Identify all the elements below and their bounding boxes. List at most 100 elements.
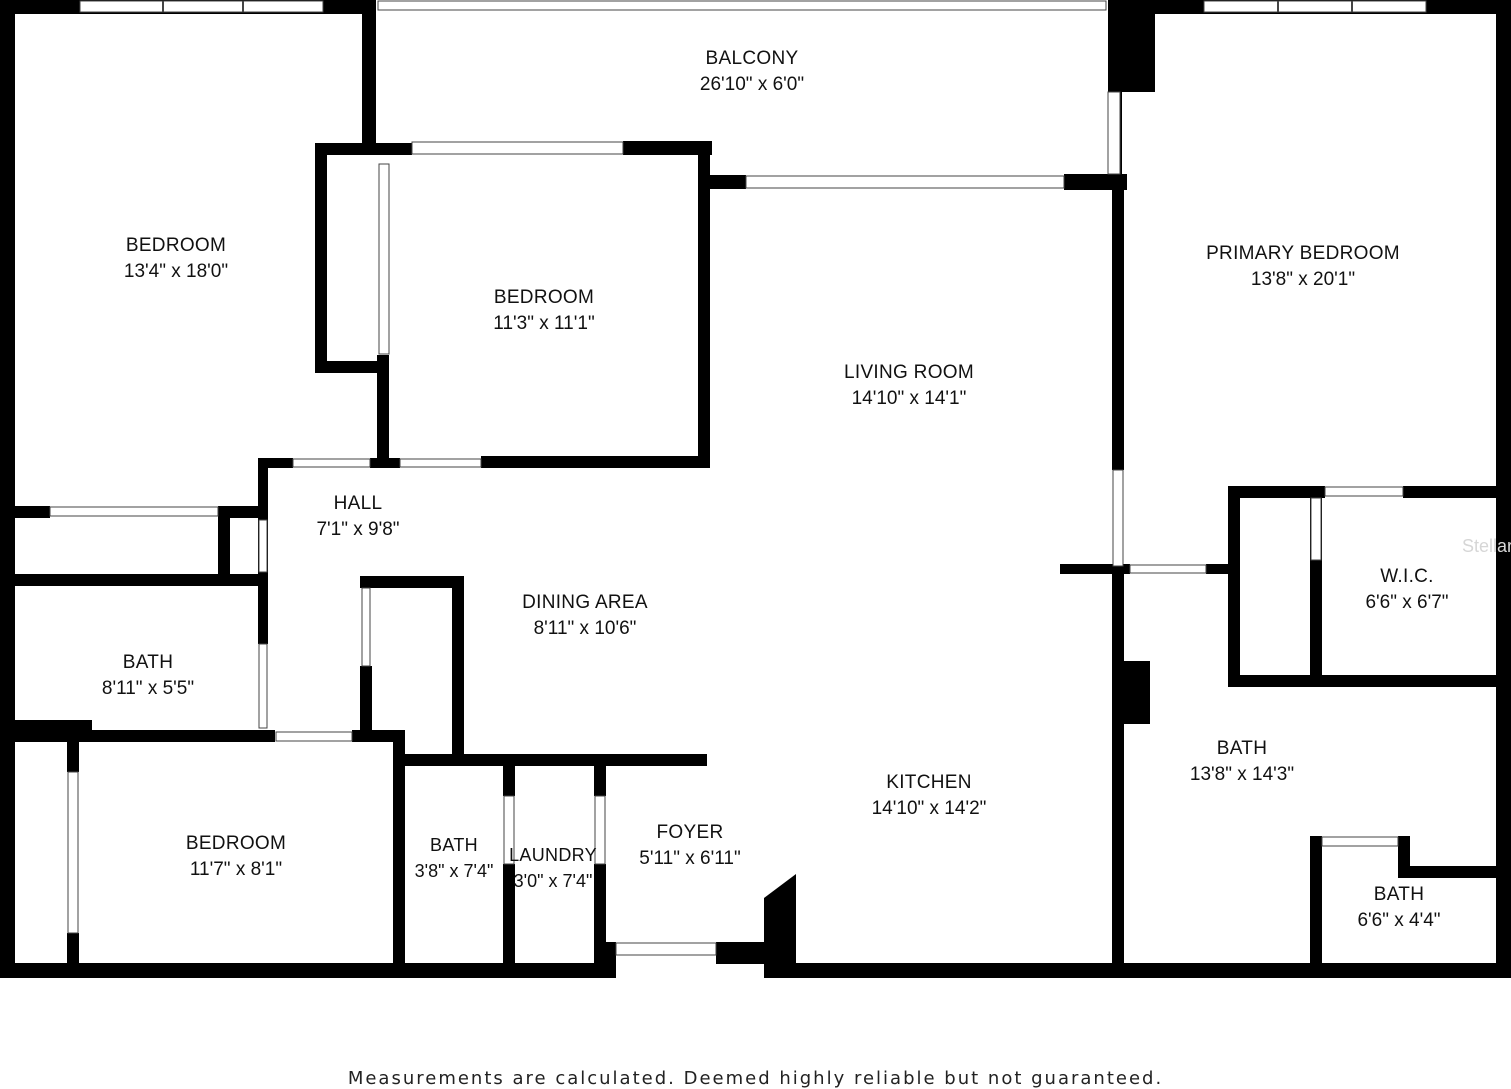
wall-se-bath-north: [1398, 866, 1511, 878]
room-name: BATH: [430, 835, 478, 855]
wall-living-north-right: [1064, 174, 1127, 190]
wall-mid-north: [623, 141, 712, 155]
room-label-bedroom-mid: BEDROOM 11'3" x 11'1": [493, 285, 594, 337]
room-name: FOYER: [656, 822, 724, 843]
room-dimensions: 3'8" x 7'4": [414, 861, 494, 881]
room-label-bedroom-nw: BEDROOM 13'4" x 18'0": [124, 233, 228, 285]
wall-sw-west-lower: [67, 933, 79, 973]
wall-primary-south-stub: [1060, 564, 1130, 574]
room-label-bath-west: BATH 8'11" x 5'5": [102, 650, 194, 702]
room-label-bath-primary: BATH 13'8" x 14'3": [1190, 736, 1294, 788]
wall-bath-north: [0, 574, 268, 586]
room-dimensions: 6'6" x 6'7": [1365, 592, 1449, 613]
door-bath-small: [503, 795, 515, 865]
slider-living: [745, 175, 1065, 189]
door-bath-west: [258, 643, 268, 729]
wall-primary-west-lower: [1112, 566, 1124, 978]
closet-door-mid: [378, 163, 390, 355]
room-dimensions: 26'10" x 6'0": [699, 74, 805, 95]
window-primary: [1203, 0, 1427, 13]
door-mid-bedroom-south: [399, 458, 482, 468]
room-label-kitchen: KITCHEN 14'10" x 14'2": [872, 770, 987, 822]
wall-nw-bedroom-south: [0, 506, 50, 518]
wall-west: [0, 0, 15, 978]
wall-mid-south: [481, 456, 710, 468]
room-dimensions: 11'7" x 8'1": [189, 859, 283, 880]
wall-closet-north: [315, 143, 412, 155]
room-dimensions: 8'11" x 10'6": [533, 618, 637, 639]
wall-closet2-east: [452, 576, 464, 766]
door-sw-bedroom: [275, 731, 353, 742]
room-name: LAUNDRY: [509, 845, 597, 865]
door-se-bath: [1321, 836, 1399, 847]
room-name: LIVING ROOM: [844, 362, 974, 383]
wall-balcony-west: [362, 0, 376, 150]
slider-mid-bedroom: [411, 141, 624, 155]
room-label-foyer: FOYER 5'11" x 6'11": [639, 820, 740, 872]
room-name: BEDROOM: [493, 287, 595, 308]
door-primary-bath: [1129, 564, 1207, 574]
wall-closet2-north: [360, 576, 464, 588]
closet-door-sw: [67, 771, 79, 934]
window-nw: [79, 0, 324, 13]
wall-bath-post: [1120, 661, 1150, 724]
door-wic: [1310, 497, 1322, 561]
wall-south-right: [782, 963, 1511, 978]
wall-bath-laundry-lower: [503, 864, 515, 978]
wall-wic-west: [1228, 486, 1240, 684]
door-primary: [1112, 469, 1124, 567]
door-closet2: [361, 587, 371, 667]
disclaimer-footer: Measurements are calculated. Deemed high…: [347, 1068, 1164, 1089]
door-hall-west: [258, 519, 268, 573]
room-name: PRIMARY BEDROOM: [1206, 243, 1400, 264]
wall-foyer-south-post: [596, 942, 616, 978]
wall-sw-east: [393, 730, 405, 978]
window-balcony: [377, 0, 1107, 11]
wall-closet2-west: [360, 666, 372, 742]
room-label-living-room: LIVING ROOM 14'10" x 14'1": [844, 360, 974, 412]
room-dimensions: 8'11" x 5'5": [101, 678, 195, 699]
room-label-laundry: LAUNDRY 3'0" x 7'4": [509, 842, 597, 894]
door-hall-north: [292, 458, 371, 468]
wall-closet-divider: [218, 506, 230, 582]
wall-bath-south-corner: [0, 720, 92, 742]
room-name: BATH: [122, 652, 174, 673]
room-dimensions: 6'6" x 4'4": [1357, 910, 1441, 931]
wall-bath-laundry-upper: [503, 760, 515, 796]
wall-sw-west-upper: [67, 740, 79, 772]
room-dimensions: 3'0" x 7'4": [513, 871, 593, 891]
room-name: BATH: [1216, 738, 1268, 759]
wall-foyer-angle: [764, 874, 796, 978]
room-dimensions: 13'4" x 18'0": [123, 261, 229, 282]
room-name: HALL: [333, 493, 383, 514]
room-name: BALCONY: [705, 48, 799, 69]
room-dimensions: 14'10" x 14'1": [851, 388, 967, 409]
wall-hall-north-left: [258, 458, 293, 468]
wall-mid-east: [698, 141, 710, 468]
wall-wic-south: [1228, 675, 1511, 687]
room-dimensions: 13'8" x 14'3": [1189, 764, 1295, 785]
room-label-dining-area: DINING AREA 8'11" x 10'6": [522, 590, 648, 642]
watermark: Stellar: [1462, 536, 1511, 556]
room-label-wic: W.I.C. 6'6" x 6'7": [1365, 564, 1448, 616]
wall-bath-east: [258, 574, 268, 644]
wall-nw-bedroom-south-right: [218, 506, 268, 518]
door-entry: [615, 942, 717, 956]
room-label-balcony: BALCONY 26'10" x 6'0": [700, 46, 804, 98]
wall-wic-north-right: [1403, 486, 1511, 498]
room-name: W.I.C.: [1380, 566, 1434, 587]
wall-baths-north: [393, 754, 707, 766]
room-name: DINING AREA: [522, 592, 648, 613]
room-name: BEDROOM: [185, 833, 287, 854]
room-dimensions: 11'3" x 11'1": [493, 313, 595, 334]
wall-south-left: [0, 963, 608, 978]
wall-closet-south: [315, 361, 387, 373]
room-dimensions: 13'8" x 20'1": [1250, 269, 1356, 290]
wall-mid-south-stub: [370, 458, 400, 468]
room-label-bath-small: BATH 3'8" x 7'4": [415, 832, 494, 884]
room-name: KITCHEN: [886, 772, 972, 793]
wall-mid-west: [377, 355, 389, 467]
room-dimensions: 14'10" x 14'2": [871, 798, 987, 819]
door-wic-north: [1324, 486, 1404, 497]
